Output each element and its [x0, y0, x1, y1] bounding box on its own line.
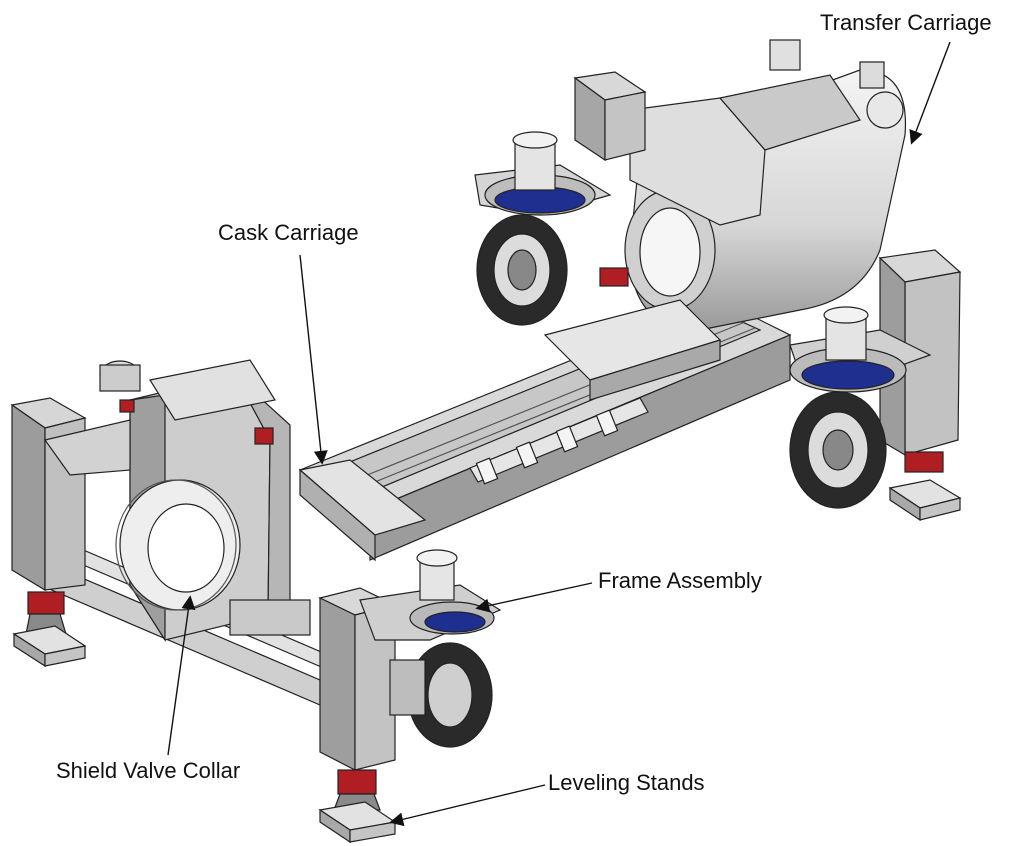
leader-transfer-carriage [909, 41, 951, 145]
label-transfer-carriage: Transfer Carriage [820, 10, 992, 35]
leader-cask-carriage [299, 254, 328, 465]
label-cask-carriage: Cask Carriage [218, 220, 359, 245]
leader-leveling-stands [389, 784, 546, 827]
transfer-carriage [474, 39, 962, 522]
label-frame-assembly: Frame Assembly [598, 568, 762, 593]
cask-carriage [10, 359, 502, 844]
leader-shield-valve-collar [167, 595, 196, 756]
leveling-stand-left [27, 591, 65, 615]
label-leveling-stands: Leveling Stands [548, 770, 705, 795]
callout-leaders [167, 41, 951, 827]
label-shield-valve-collar: Shield Valve Collar [56, 758, 241, 783]
leader-frame-assembly [475, 582, 593, 613]
leveling-stand-front [337, 769, 377, 795]
transfer-bearing-ring [494, 186, 586, 214]
